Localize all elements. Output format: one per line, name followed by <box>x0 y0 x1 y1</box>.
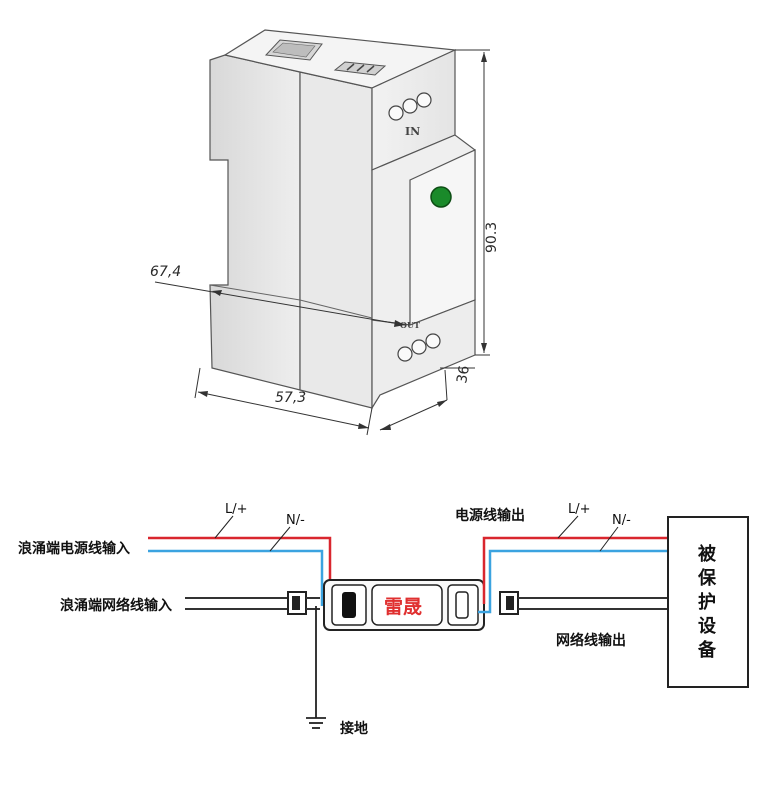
screw-hole <box>416 92 432 108</box>
protected-equipment-char: 保 <box>697 567 717 589</box>
protected-equipment-char: 备 <box>697 639 717 661</box>
surge-power-in-label: 浪涌端电源线输入 <box>18 540 130 557</box>
device-body <box>209 29 476 411</box>
dim-height-label: 90.3 <box>484 222 500 253</box>
network-out-label: 网络线输出 <box>556 632 626 649</box>
nm-label-left: N/- <box>286 513 305 528</box>
status-indicator <box>430 186 452 208</box>
protected-equipment-char: 被 <box>698 543 717 565</box>
surge-network-in-label: 浪涌端网络线输入 <box>60 597 172 614</box>
protected-equipment-char: 设 <box>698 616 716 637</box>
dim-depth-label: 67,4 <box>150 264 181 280</box>
screw-hole <box>397 346 413 362</box>
right-rj45-plug <box>499 591 668 615</box>
lower-terminal-screws <box>397 333 441 362</box>
dimension-width: 57,3 <box>194 367 373 436</box>
screw-hole <box>402 98 418 114</box>
power-out-label: 电源线输出 <box>455 507 525 524</box>
leader-lines <box>214 515 619 552</box>
left-rj45-plug <box>287 591 320 615</box>
dim-width-label: 57,3 <box>275 390 306 406</box>
dimension-depth: 67,4 <box>150 264 406 327</box>
lp-label-left: L/+ <box>225 502 248 517</box>
brand-label: 雷晟 <box>384 596 422 618</box>
ground-symbol <box>306 606 326 729</box>
screw-hole <box>388 105 404 121</box>
screw-hole <box>411 339 427 355</box>
ground-label: 接地 <box>340 720 368 737</box>
wiring-diagram: 雷晟 接地 L/+ N/- <box>18 502 749 737</box>
dimension-height: 90.3 <box>455 49 500 356</box>
protected-equipment-box: 被 保 护 设 备 <box>667 516 749 688</box>
lp-label-right: L/+ <box>568 502 591 517</box>
port-in-label: IN <box>405 125 420 138</box>
port-out-label: OUT <box>400 320 420 330</box>
dim-thickness-label: 36 <box>454 364 473 384</box>
upper-terminal-screws <box>388 92 432 121</box>
central-protector: 雷晟 <box>323 579 485 631</box>
dimension-thickness: 36 <box>379 364 475 431</box>
screw-hole <box>425 333 441 349</box>
left-network-wires <box>185 597 290 610</box>
product-drawing: IN OUT 67,4 90.3 <box>150 29 500 436</box>
protected-equipment-char: 护 <box>698 591 716 613</box>
right-power-wires <box>478 536 668 614</box>
nm-label-right: N/- <box>612 513 631 528</box>
